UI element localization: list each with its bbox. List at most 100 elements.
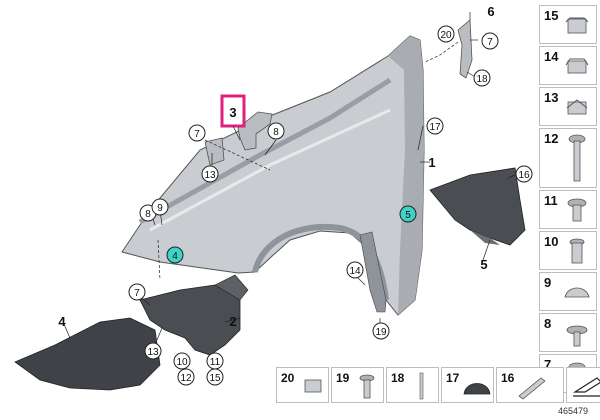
callout-circle — [128, 283, 146, 301]
callout-a7-lower[interactable]: 7 — [128, 283, 146, 301]
callout-number: 17 — [429, 122, 441, 133]
callout-number: 20 — [440, 30, 452, 41]
callout-teal4[interactable]: 4 — [166, 246, 184, 264]
support-part-19 — [359, 231, 387, 313]
callout-teal5[interactable]: 5 — [399, 205, 417, 223]
legend-item-18[interactable]: 18 — [386, 367, 439, 403]
callout-a15[interactable]: 15 — [206, 368, 224, 386]
callout-number: 8 — [273, 127, 279, 138]
legend-item-14[interactable]: 14 — [539, 46, 597, 85]
callout-number: 9 — [157, 203, 163, 214]
legend-number: 18 — [391, 371, 405, 385]
callout-a7-left[interactable]: 7 — [188, 124, 206, 142]
legend-number: 16 — [501, 371, 515, 385]
document-id: 465479 — [558, 406, 589, 416]
callout-a9[interactable]: 9 — [151, 198, 169, 216]
callout-number: 7 — [134, 288, 140, 299]
top-flange — [138, 77, 392, 225]
bracket-part-2 — [139, 284, 241, 356]
callout-circle — [173, 352, 191, 370]
liner-part-4 — [14, 317, 161, 391]
callout-a13-lower[interactable]: 13 — [144, 342, 162, 360]
callout-strip-top[interactable]: 6 — [487, 4, 494, 19]
legend-number: 9 — [544, 275, 552, 290]
callout-circle — [515, 165, 533, 183]
parts-legend-right: 15 14 13 12 11 10 9 8 7 — [539, 5, 597, 395]
callout-number: 7 — [487, 37, 493, 48]
callout-bracket-top[interactable]: 3 — [229, 105, 236, 120]
legend-item-16[interactable]: 16 — [496, 367, 564, 403]
legend-number: 17 — [446, 371, 460, 385]
callout-number: 8 — [145, 209, 151, 220]
liner-part-5 — [429, 167, 526, 246]
legend-item-20[interactable]: 20 — [276, 367, 329, 403]
callout-number: 1 — [428, 155, 435, 170]
callout-a10[interactable]: 10 — [173, 352, 191, 370]
callout-a19[interactable]: 19 — [372, 322, 390, 340]
legend-number: 10 — [544, 234, 559, 249]
legend-item-12[interactable]: 12 — [539, 128, 597, 188]
callout-circle — [372, 322, 390, 340]
legend-item-13[interactable]: 13 — [539, 87, 597, 126]
callout-liner-rear[interactable]: 5 — [480, 257, 487, 272]
callout-circle — [267, 122, 285, 140]
callout-number: 12 — [180, 373, 192, 384]
arrow-icon — [572, 377, 600, 393]
callout-a7-top[interactable]: 7 — [481, 32, 499, 50]
callout-a8-top[interactable]: 8 — [267, 122, 285, 140]
legend-item-15[interactable]: 15 — [539, 5, 597, 44]
callout-number: 3 — [229, 105, 236, 120]
callout-liner-front[interactable]: 4 — [58, 314, 66, 329]
callout-fender-main[interactable]: 1 — [428, 155, 435, 170]
liner-part-5-edge — [470, 230, 500, 245]
callout-a13-left[interactable]: 13 — [201, 165, 219, 183]
callout-number: 18 — [476, 74, 488, 85]
callout-circle — [188, 124, 206, 142]
callout-number: 6 — [487, 4, 494, 19]
callout-a16[interactable]: 16 — [515, 165, 533, 183]
legend-number: 12 — [544, 131, 559, 146]
callout-number: 14 — [349, 266, 361, 277]
callout-circle — [177, 368, 195, 386]
callout-number: 2 — [229, 314, 236, 329]
bracket-part-3b — [204, 137, 225, 166]
bracket-part-3 — [237, 111, 273, 151]
parts-legend-bottom: 20 19 18 17 16 — [276, 367, 600, 403]
callout-a17[interactable]: 17 — [426, 117, 444, 135]
legend-number: 8 — [544, 316, 552, 331]
exploded-view-indicator — [566, 367, 600, 403]
legend-number: 20 — [281, 371, 295, 385]
callout-circle — [481, 32, 499, 50]
callout-number: 7 — [194, 129, 200, 140]
callout-a12[interactable]: 12 — [177, 368, 195, 386]
legend-item-9[interactable]: 9 — [539, 272, 597, 311]
callout-number: 15 — [209, 373, 221, 384]
legend-item-8[interactable]: 8 — [539, 313, 597, 352]
callout-number: 16 — [518, 170, 530, 181]
legend-item-17[interactable]: 17 — [441, 367, 494, 403]
callout-a20[interactable]: 20 — [437, 25, 455, 43]
callout-number: 4 — [172, 251, 178, 262]
callout-number: 4 — [58, 314, 66, 329]
callout-bracket-lower[interactable]: 2 — [229, 314, 236, 329]
legend-number: 11 — [544, 193, 558, 208]
legend-number: 15 — [544, 8, 559, 23]
callout-circle — [151, 198, 169, 216]
legend-item-10[interactable]: 10 — [539, 231, 597, 270]
legend-number: 14 — [544, 49, 559, 64]
callout-number: 13 — [204, 170, 216, 181]
legend-item-11[interactable]: 11 — [539, 190, 597, 229]
callout-number: 19 — [375, 327, 387, 338]
callout-number: 10 — [176, 357, 188, 368]
callout-number: 5 — [480, 257, 487, 272]
fender-shadow — [388, 36, 424, 315]
callout-a11[interactable]: 11 — [206, 352, 224, 370]
callout-a18[interactable]: 18 — [473, 69, 491, 87]
callout-circle — [206, 368, 224, 386]
callout-circle — [473, 69, 491, 87]
bracket-part-2-arm — [214, 274, 249, 301]
legend-item-19[interactable]: 19 — [331, 367, 384, 403]
callout-a14[interactable]: 14 — [346, 261, 364, 279]
legend-number: 19 — [336, 371, 350, 385]
